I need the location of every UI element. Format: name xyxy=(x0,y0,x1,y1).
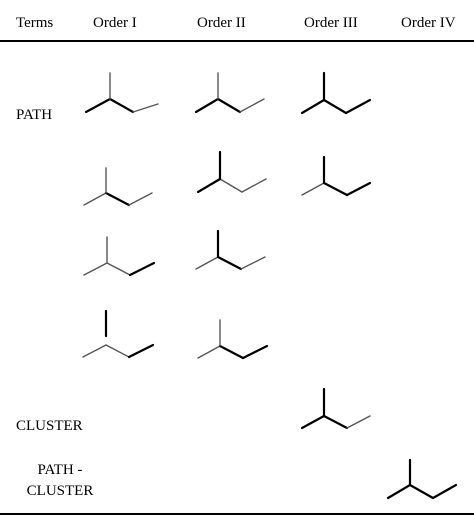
header-order-3: Order III xyxy=(304,15,358,31)
header-order-4: Order IV xyxy=(401,15,456,31)
header-terms: Terms xyxy=(16,15,54,31)
graph-path-order2-a xyxy=(194,72,265,114)
graph-path-order3-b xyxy=(301,155,372,197)
graph-path-order1-a xyxy=(84,72,159,114)
row-label-path-cluster-line1: PATH - xyxy=(37,462,83,478)
graph-path-order2-b xyxy=(196,150,267,194)
graph-path-cluster-order4 xyxy=(386,458,458,500)
graph-path-order2-d xyxy=(197,319,269,360)
header-rule-top xyxy=(0,40,474,42)
graph-path-order2-c xyxy=(195,229,266,271)
row-label-path-cluster-line2: CLUSTER xyxy=(26,483,94,499)
graph-path-order1-b xyxy=(83,167,153,207)
graph-path-order1-c xyxy=(83,236,156,277)
graph-path-order3-a xyxy=(300,71,372,115)
graph-path-order1-d xyxy=(82,309,155,359)
graph-cluster-order3 xyxy=(300,387,371,430)
row-label-path: PATH xyxy=(16,107,53,123)
header-order-2: Order II xyxy=(197,15,246,31)
row-label-cluster: CLUSTER xyxy=(16,418,83,434)
table-rule-bottom xyxy=(0,513,474,515)
header-order-1: Order I xyxy=(93,15,137,31)
row-label-path-cluster: PATH - CLUSTER xyxy=(14,460,106,502)
